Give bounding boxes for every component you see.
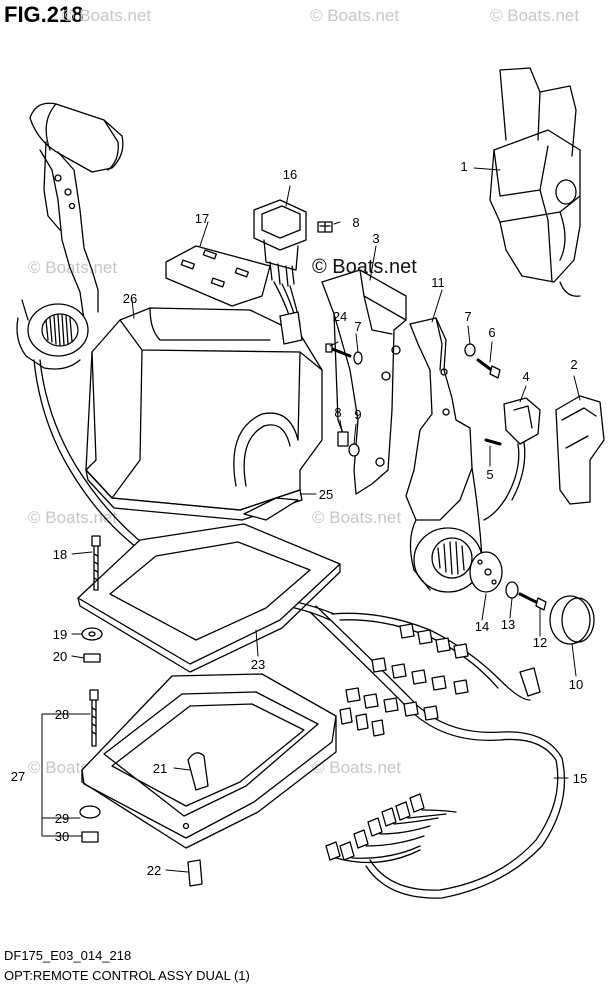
left-control-lever bbox=[16, 102, 124, 370]
watermark: © Boats.net bbox=[28, 258, 118, 277]
washer-hole bbox=[88, 631, 96, 637]
callout-8: 8 bbox=[334, 405, 342, 420]
callout-28: 28 bbox=[54, 707, 70, 722]
callout-27: 27 bbox=[10, 769, 26, 784]
switch-mounting-plate bbox=[165, 245, 271, 307]
screw-8-top bbox=[317, 221, 333, 233]
watermark: © Boats.net bbox=[312, 758, 402, 777]
washer-19 bbox=[81, 627, 103, 641]
remote-control-box-1 bbox=[489, 67, 581, 297]
watermark: © Boats.net bbox=[62, 6, 152, 25]
label-plate-25 bbox=[243, 497, 299, 521]
callout-6: 6 bbox=[488, 325, 496, 340]
callout-24: 24 bbox=[332, 309, 348, 324]
grommet-21 bbox=[187, 752, 209, 791]
bolt-18 bbox=[91, 535, 101, 591]
neutral-switch-4 bbox=[483, 397, 541, 521]
callout-8: 8 bbox=[352, 215, 360, 230]
small-parts-right bbox=[469, 551, 595, 645]
lever-arm-11 bbox=[405, 317, 483, 593]
callout-9: 9 bbox=[354, 407, 362, 422]
watermark: © Boats.net bbox=[312, 256, 417, 278]
bracket-3 bbox=[321, 269, 407, 495]
callout-18: 18 bbox=[52, 547, 68, 562]
control-housing-cover bbox=[85, 307, 323, 521]
callout-4: 4 bbox=[522, 369, 530, 384]
fasteners-right bbox=[464, 343, 501, 379]
diagram-code: DF175_E03_014_218 bbox=[4, 948, 132, 963]
watermark: © Boats.net bbox=[312, 508, 402, 527]
watermark: © Boats.net bbox=[28, 508, 118, 527]
callout-13: 13 bbox=[500, 617, 516, 632]
callout-15: 15 bbox=[572, 771, 588, 786]
callout-23: 23 bbox=[250, 657, 266, 672]
callout-26: 26 bbox=[122, 291, 138, 306]
callout-21: 21 bbox=[152, 761, 168, 776]
callout-1: 1 bbox=[460, 159, 468, 174]
base-plate-27 bbox=[81, 673, 337, 849]
callout-5: 5 bbox=[486, 467, 494, 482]
fasteners-bracket bbox=[325, 343, 363, 457]
wire-harness-15 bbox=[309, 605, 566, 899]
callout-11: 11 bbox=[431, 275, 445, 290]
callout-12: 12 bbox=[532, 635, 548, 650]
callout-3: 3 bbox=[372, 231, 380, 246]
washer-29 bbox=[79, 805, 101, 819]
callout-14: 14 bbox=[474, 619, 490, 634]
callout-2: 2 bbox=[570, 357, 578, 372]
nut-20 bbox=[83, 653, 101, 663]
gasket-23 bbox=[77, 523, 341, 673]
callout-16: 16 bbox=[282, 167, 298, 182]
callout-25: 25 bbox=[318, 487, 334, 502]
callout-29: 29 bbox=[54, 811, 70, 826]
callout-10: 10 bbox=[568, 677, 584, 692]
callout-22: 22 bbox=[146, 863, 162, 878]
bolt-28 bbox=[89, 689, 99, 747]
callout-17: 17 bbox=[194, 211, 210, 226]
figure-label: FIG.218 bbox=[4, 2, 84, 27]
callout-30: 30 bbox=[54, 829, 70, 844]
watermark: © Boats.net bbox=[490, 6, 580, 25]
watermark: © Boats.net bbox=[310, 6, 400, 25]
callout-19: 19 bbox=[52, 627, 68, 642]
clip-22 bbox=[187, 859, 203, 887]
leader-lines bbox=[41, 167, 581, 873]
callout-7: 7 bbox=[354, 319, 362, 334]
callout-7: 7 bbox=[464, 309, 472, 324]
trim-switch bbox=[253, 199, 307, 345]
diagram-caption: OPT:REMOTE CONTROL ASSY DUAL (1) bbox=[4, 968, 250, 983]
nut-30 bbox=[81, 831, 99, 843]
callout-20: 20 bbox=[52, 649, 68, 664]
switch-cover-2 bbox=[555, 395, 605, 505]
